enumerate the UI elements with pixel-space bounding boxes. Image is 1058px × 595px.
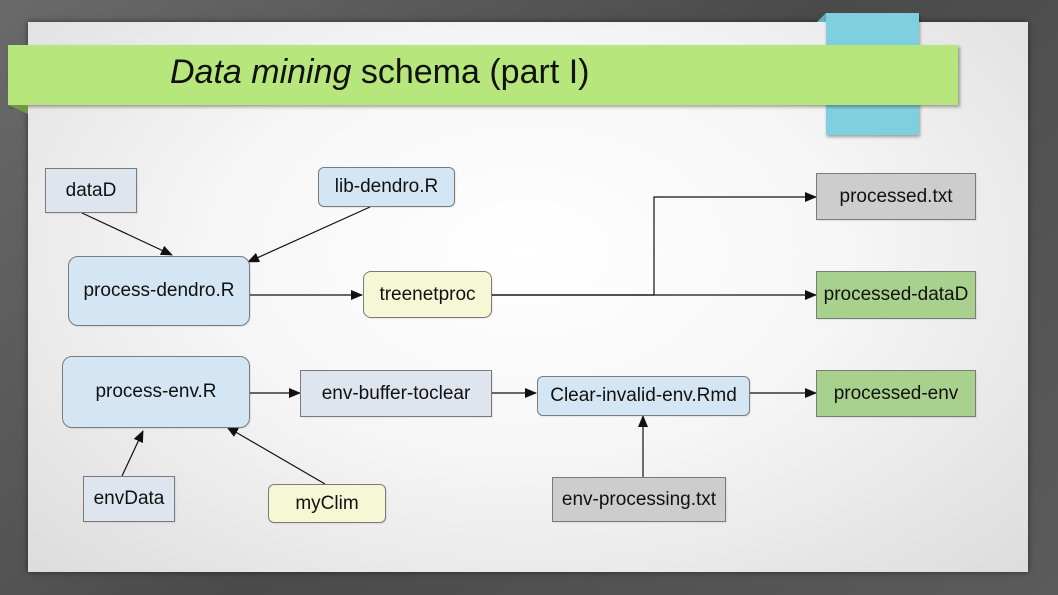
slide-title-italic: Data mining bbox=[170, 53, 352, 91]
node-processed-env[interactable]: processed-env bbox=[816, 370, 976, 417]
node-treenetproc[interactable]: treenetproc bbox=[363, 271, 492, 318]
accent-tab-fold bbox=[817, 13, 826, 22]
node-clear-invalid-env[interactable]: Clear-invalid-env.Rmd bbox=[537, 376, 750, 416]
slide-title: Data mining schema (part I) bbox=[170, 50, 590, 94]
slide-title-rest: schema (part I) bbox=[351, 53, 590, 91]
node-process-dendro[interactable]: process-dendro.R bbox=[68, 256, 250, 326]
node-processed-txt[interactable]: processed.txt bbox=[816, 173, 976, 220]
node-envData[interactable]: envData bbox=[83, 476, 175, 522]
title-band-fold bbox=[8, 105, 28, 114]
node-process-env[interactable]: process-env.R bbox=[62, 356, 250, 428]
node-myClim[interactable]: myClim bbox=[268, 484, 386, 523]
node-processed-dataD[interactable]: processed-dataD bbox=[816, 271, 976, 319]
node-dataD[interactable]: dataD bbox=[45, 168, 137, 213]
node-lib-dendro[interactable]: lib-dendro.R bbox=[318, 167, 455, 207]
node-env-processing[interactable]: env-processing.txt bbox=[552, 477, 726, 522]
node-env-buffer-toclear[interactable]: env-buffer-toclear bbox=[300, 370, 492, 417]
title-band bbox=[8, 45, 958, 105]
